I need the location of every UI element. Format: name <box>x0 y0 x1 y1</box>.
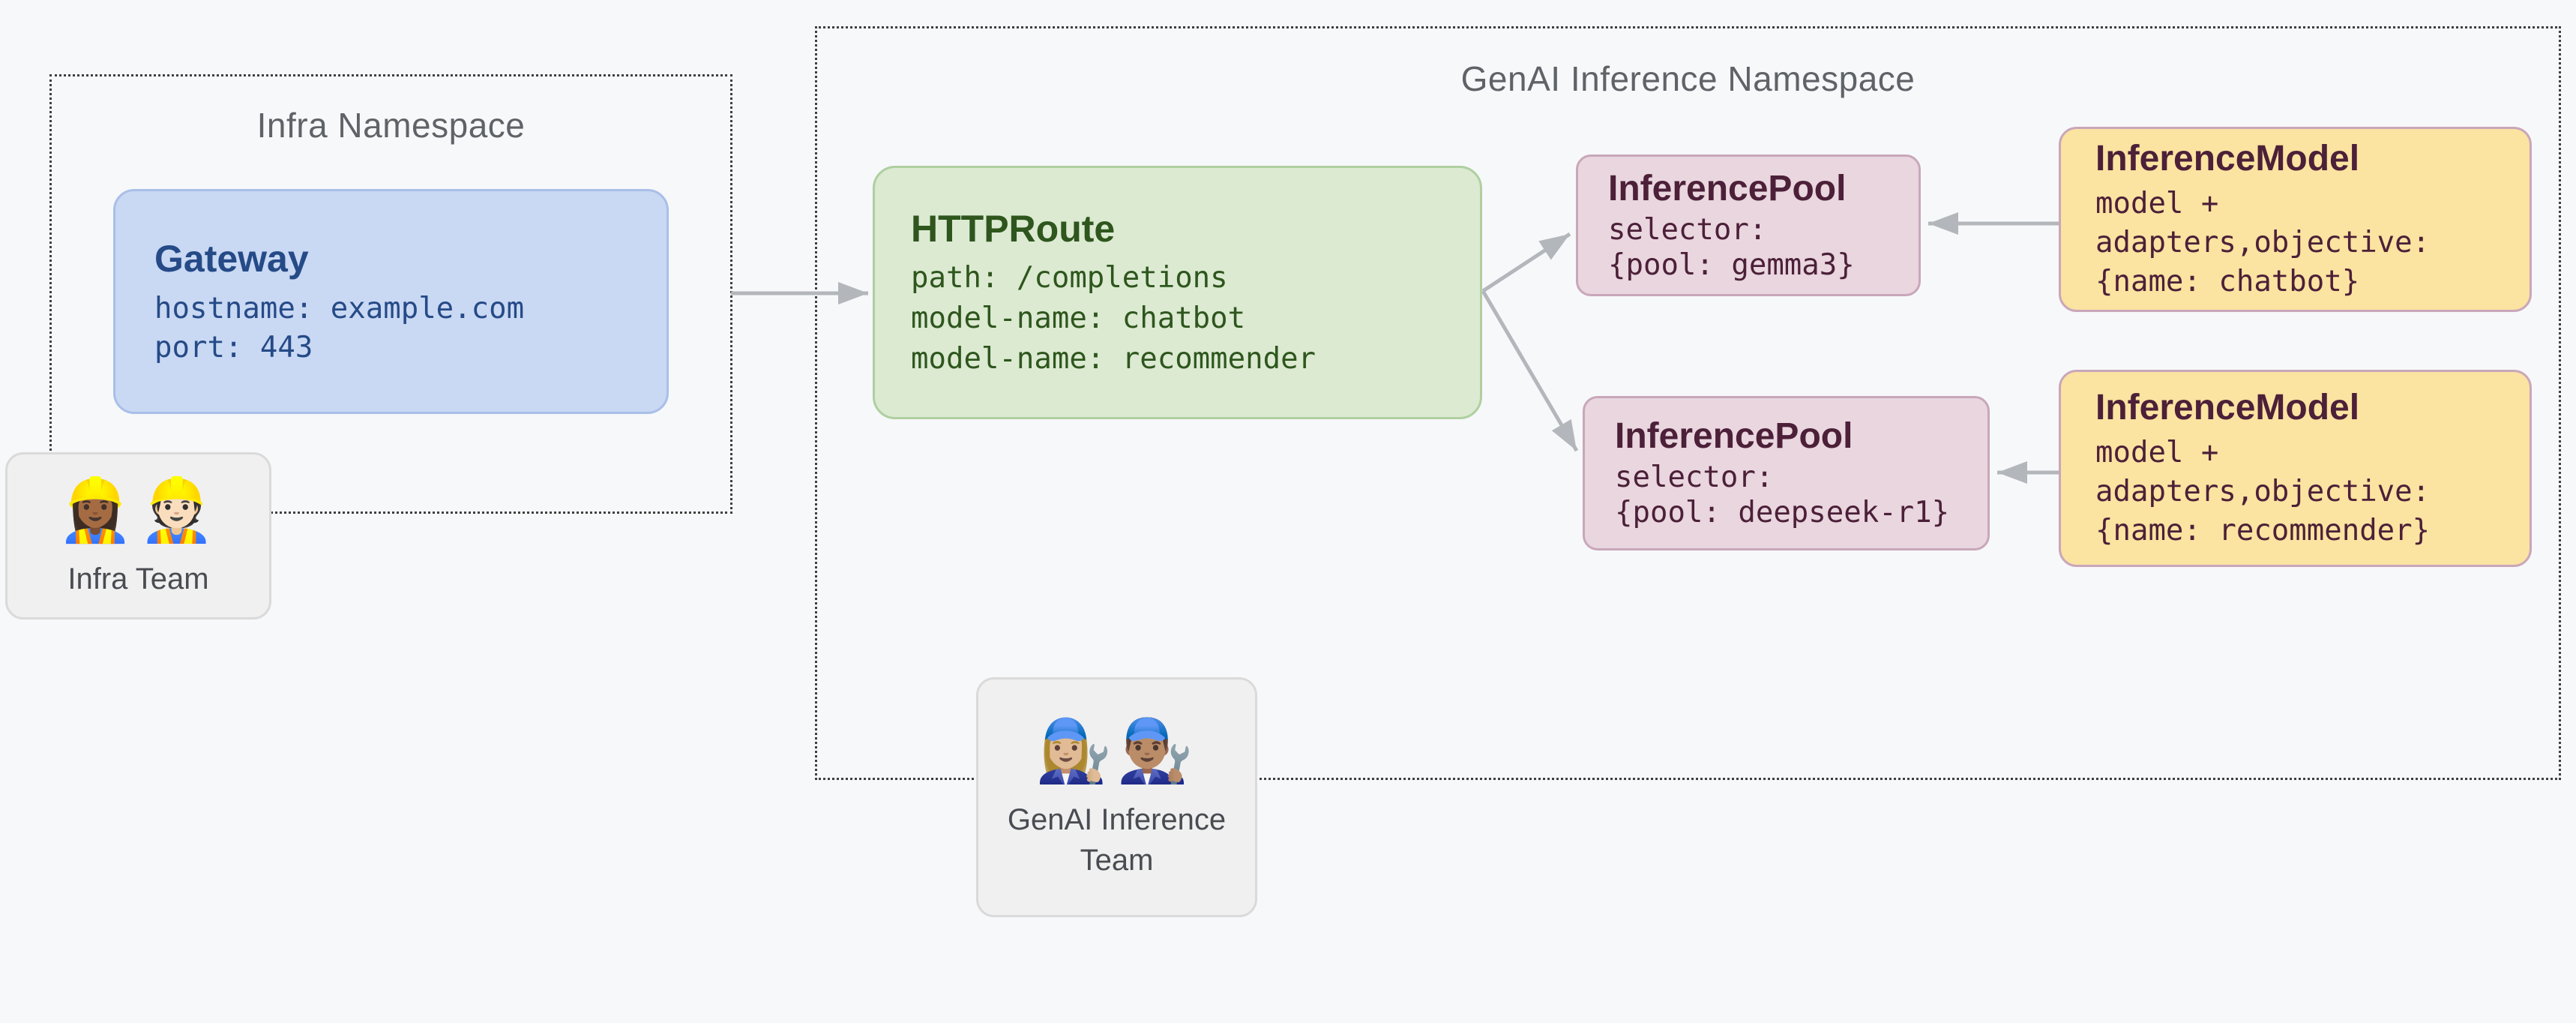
infra-namespace-title: Infra Namespace <box>256 106 526 145</box>
inferencepool-gemma-selector-line: selector: <box>1608 212 1767 247</box>
mechanics-icon: 👩🏼‍🔧👨🏽‍🔧 <box>1035 717 1198 785</box>
genai-inference-team-label: GenAI Inference Team <box>1007 803 1227 877</box>
gateway-node: Gateway hostname: example.com port: 443 <box>113 189 669 414</box>
inferencemodel-recommender-node: InferenceModel model + adapters,objectiv… <box>2059 370 2532 567</box>
gateway-port-line: port: 443 <box>154 331 313 364</box>
inferencemodel-chatbot-title: InferenceModel <box>2095 138 2360 178</box>
gateway-title: Gateway <box>154 238 309 280</box>
inferencemodel-chatbot-name-line: {name: chatbot} <box>2095 264 2360 298</box>
httproute-model-recommender-line: model-name: recommender <box>911 342 1316 376</box>
inferencepool-deepseek-selector-line: selector: <box>1615 460 1774 494</box>
genai-namespace-title: GenAI Inference Namespace <box>1460 59 1916 98</box>
httproute-title: HTTPRoute <box>911 208 1116 250</box>
httproute-node: HTTPRoute path: /completions model-name:… <box>873 166 1482 419</box>
genai-namespace-box: GenAI Inference Namespace <box>815 26 2561 780</box>
inferencemodel-chatbot-adapters-line: adapters,objective: <box>2095 225 2431 260</box>
inferencepool-gemma-node: InferencePool selector: {pool: gemma3} <box>1576 154 1921 296</box>
inferencepool-deepseek-node: InferencePool selector: {pool: deepseek-… <box>1583 396 1990 550</box>
infra-namespace-box: Infra Namespace <box>49 74 732 514</box>
inferencemodel-recommender-model-line: model + <box>2095 435 2219 470</box>
inferencemodel-recommender-title: InferenceModel <box>2095 387 2360 428</box>
inferencepool-gemma-pool-line: {pool: gemma3} <box>1608 248 1855 282</box>
httproute-path-line: path: /completions <box>911 261 1228 295</box>
construction-workers-icon: 👷🏾‍♀️👷🏻 <box>57 476 220 544</box>
genai-inference-team-card: 👩🏼‍🔧👨🏽‍🔧 GenAI Inference Team <box>976 677 1257 917</box>
inferencemodel-recommender-name-line: {name: recommender} <box>2095 513 2431 548</box>
inferencemodel-chatbot-node: InferenceModel model + adapters,objectiv… <box>2059 127 2532 312</box>
inferencemodel-chatbot-model-line: model + <box>2095 186 2219 220</box>
inferencemodel-recommender-adapters-line: adapters,objective: <box>2095 474 2431 508</box>
inferencepool-gemma-title: InferencePool <box>1608 168 1847 208</box>
httproute-model-chatbot-line: model-name: chatbot <box>911 302 1246 335</box>
inferencepool-deepseek-pool-line: {pool: deepseek-r1} <box>1615 496 1950 530</box>
gateway-hostname-line: hostname: example.com <box>154 292 525 326</box>
infra-team-card: 👷🏾‍♀️👷🏻 Infra Team <box>5 452 271 620</box>
inferencepool-deepseek-title: InferencePool <box>1615 416 1853 456</box>
infra-team-label: Infra Team <box>67 562 209 596</box>
